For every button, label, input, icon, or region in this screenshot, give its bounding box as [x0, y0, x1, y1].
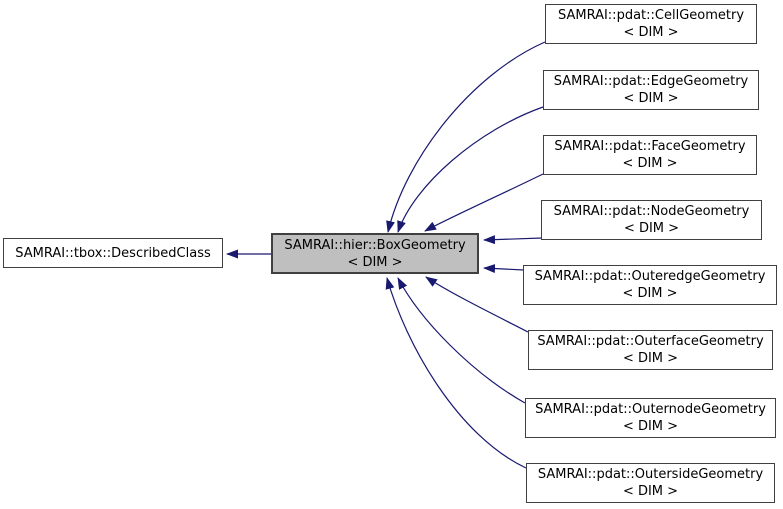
node-outersidegeometry[interactable]: SAMRAI::pdat::OutersideGeometry < DIM > — [526, 463, 775, 503]
edge-edgegeometry-to-focus — [397, 106, 544, 233]
node-edgegeometry[interactable]: SAMRAI::pdat::EdgeGeometry < DIM > — [543, 70, 759, 110]
node-cellgeometry[interactable]: SAMRAI::pdat::CellGeometry < DIM > — [545, 4, 757, 44]
node-describedclass[interactable]: SAMRAI::tbox::DescribedClass — [3, 238, 223, 268]
class-name: SAMRAI::hier::BoxGeometry — [284, 237, 466, 253]
edge-facegeometry-to-focus — [424, 173, 544, 232]
template-param: < DIM > — [622, 351, 679, 366]
class-name: SAMRAI::pdat::OutersideGeometry — [537, 467, 764, 482]
edge-outeredgegeometry-to-focus — [483, 264, 525, 274]
template-param: < DIM > — [622, 419, 679, 434]
template-param: < DIM > — [623, 25, 679, 40]
class-name: SAMRAI::pdat::OuternodeGeometry — [535, 402, 766, 417]
edge-outerfacegeometry-to-focus — [425, 276, 529, 333]
edge-outersidegeometry-to-focus — [385, 277, 527, 469]
node-nodegeometry[interactable]: SAMRAI::pdat::NodeGeometry < DIM > — [541, 200, 762, 240]
class-name: SAMRAI::pdat::NodeGeometry — [553, 204, 750, 219]
template-param: < DIM > — [622, 156, 678, 171]
edge-nodegeometry-to-focus — [483, 235, 543, 245]
node-outernodegeometry[interactable]: SAMRAI::pdat::OuternodeGeometry < DIM > — [525, 398, 776, 438]
node-boxgeometry-focus: SAMRAI::hier::BoxGeometry < DIM > — [271, 233, 479, 274]
node-outeredgegeometry[interactable]: SAMRAI::pdat::OuteredgeGeometry < DIM > — [523, 265, 777, 305]
template-param: < DIM > — [622, 484, 679, 499]
class-name: SAMRAI::pdat::OuteredgeGeometry — [534, 269, 766, 284]
class-name: SAMRAI::pdat::EdgeGeometry — [553, 74, 749, 89]
class-name: SAMRAI::pdat::OuterfaceGeometry — [537, 334, 764, 349]
template-param: < DIM > — [623, 91, 679, 106]
edge-outernodegeometry-to-focus — [397, 277, 526, 404]
node-facegeometry[interactable]: SAMRAI::pdat::FaceGeometry < DIM > — [543, 135, 757, 175]
template-param: < DIM > — [622, 286, 678, 301]
template-param: < DIM > — [347, 254, 403, 270]
class-name: SAMRAI::pdat::CellGeometry — [557, 8, 745, 23]
class-name: SAMRAI::pdat::FaceGeometry — [554, 139, 746, 154]
class-name: SAMRAI::tbox::DescribedClass — [15, 245, 211, 261]
node-outerfacegeometry[interactable]: SAMRAI::pdat::OuterfaceGeometry < DIM > — [528, 330, 773, 370]
template-param: < DIM > — [623, 221, 680, 236]
edge-cellgeometry-to-focus — [386, 41, 546, 233]
